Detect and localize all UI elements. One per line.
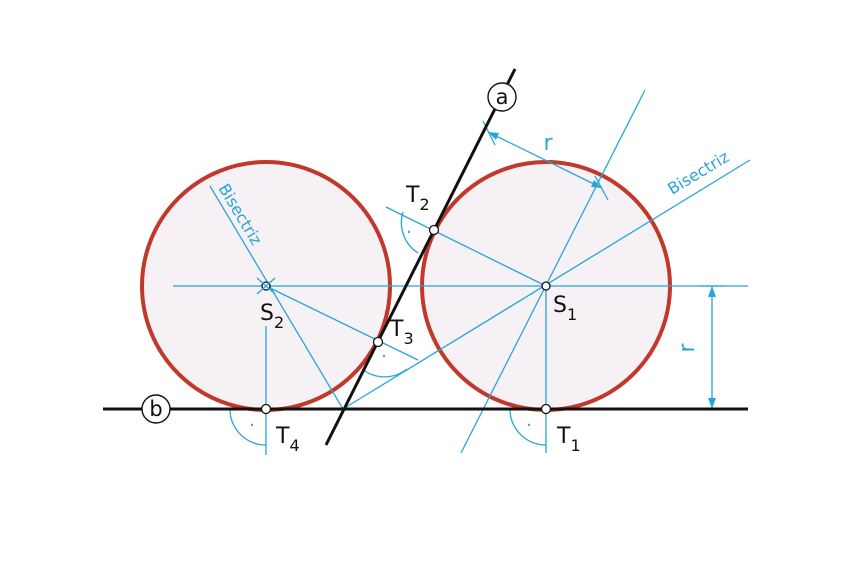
right-angle-dot-t2: ·: [406, 222, 412, 243]
arrow-right-start: [708, 286, 716, 297]
right-angle-arc-t3: [361, 368, 408, 378]
bisector-s2-line: [209, 185, 344, 410]
label-s1: S1: [553, 293, 577, 324]
right-angle-dot-t1: ·: [526, 415, 532, 436]
label-t2: T2: [405, 183, 430, 214]
point-t1: [540, 403, 552, 415]
point-t2: [428, 224, 440, 236]
radius-dimension-top: [487, 131, 603, 189]
point-t3: [372, 336, 384, 348]
arrow-top-start: [488, 132, 499, 140]
center-crosshair-s2: [256, 277, 276, 295]
label-t4: T4: [275, 424, 300, 455]
radius-label-top: r: [543, 131, 553, 156]
label-t3: T3: [389, 317, 414, 348]
point-t4: [260, 403, 272, 415]
line-a-tag: a: [487, 82, 517, 112]
label-t1: T1: [556, 424, 581, 455]
right-angle-arc-t1: [509, 408, 547, 446]
right-angle-dot-t3: ·: [381, 346, 387, 367]
right-angle-arc-t4: [229, 408, 267, 446]
arrow-right-end: [708, 398, 716, 409]
line-b-tag: b: [141, 394, 171, 424]
point-s1: [541, 281, 551, 291]
line-b-label: b: [149, 397, 162, 421]
arrow-top-end: [591, 180, 602, 188]
right-angle-dot-t4: ·: [249, 415, 255, 436]
line-a: [324, 68, 517, 446]
line-b-tag-circle: [141, 394, 171, 424]
dimension-arrows: [488, 132, 716, 409]
line-a-tag-circle: [487, 82, 517, 112]
bisector-label-s1: Bisectriz: [664, 147, 732, 198]
parallel-to-a-line: [460, 89, 646, 454]
radius-label-right: r: [675, 343, 700, 353]
perpendicular-s2-to-a: [265, 285, 419, 361]
right-angle-arc-t2: [400, 211, 419, 254]
line-a-label: a: [496, 85, 509, 109]
label-s2: S2: [260, 301, 284, 332]
perpendicular-s1-to-a: [385, 206, 547, 287]
radius-extension-top-2: [594, 175, 609, 201]
